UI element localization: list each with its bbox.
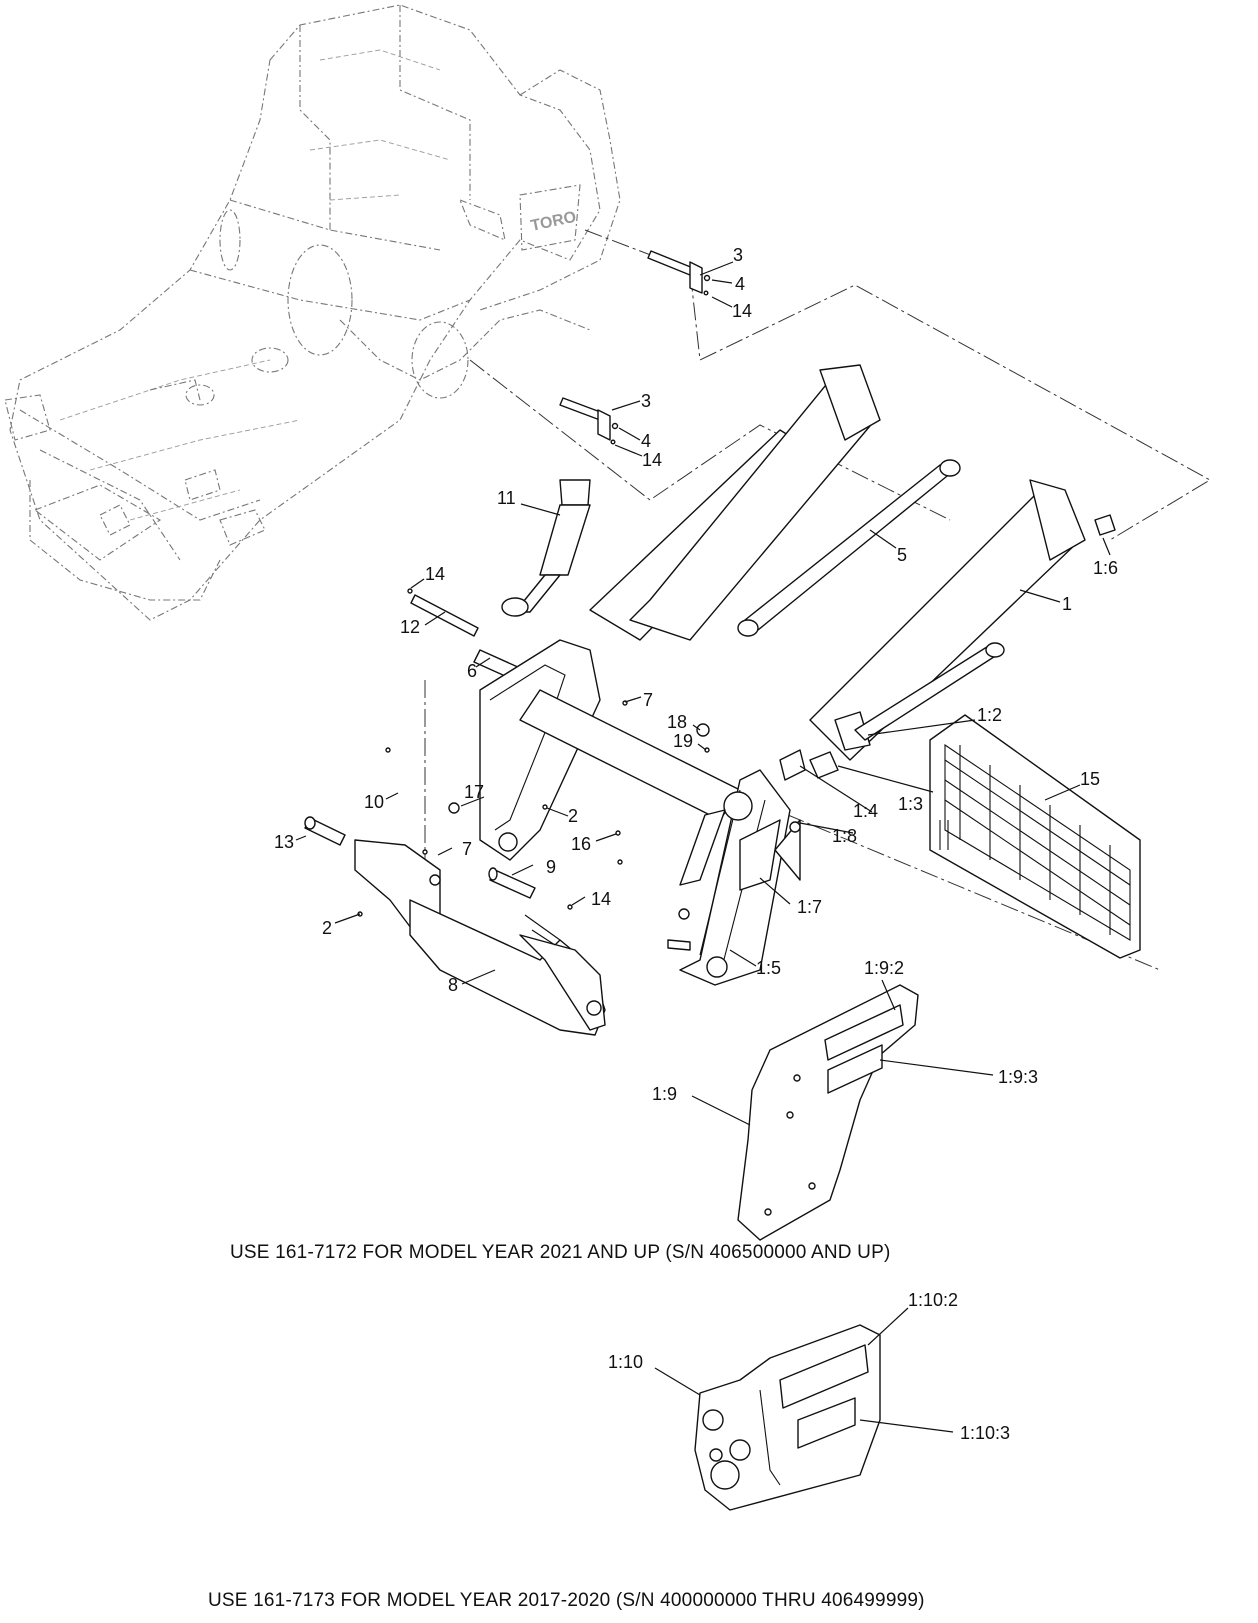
callout-1-9: 1:9 (652, 1084, 677, 1104)
callout-14d: 14 (591, 889, 611, 909)
callout-5: 5 (897, 545, 907, 565)
callout-2b: 2 (322, 918, 332, 938)
lift-cylinder-11 (501, 479, 591, 617)
callout-14c: 14 (425, 564, 445, 584)
callout-4a: 4 (735, 274, 745, 294)
model-year-note-2017: USE 161-7173 FOR MODEL YEAR 2017-2020 (S… (208, 1590, 925, 1611)
callout-13: 13 (274, 832, 294, 852)
callout-1-6: 1:6 (1093, 558, 1118, 578)
callout-8: 8 (448, 975, 458, 995)
small-hardware (357, 700, 710, 917)
callout-1-2: 1:2 (977, 705, 1002, 725)
tilt-rod-5 (737, 459, 961, 637)
callout-18: 18 (667, 712, 687, 732)
callout-2a: 2 (568, 806, 578, 826)
callout-1-9-2: 1:9:2 (864, 958, 904, 978)
pin-13 (304, 816, 346, 846)
callout-11: 11 (497, 488, 516, 508)
callout-19: 19 (673, 731, 693, 751)
callout-3a: 3 (733, 245, 743, 265)
callout-3b: 3 (641, 391, 651, 411)
callout-4b: 4 (641, 431, 651, 451)
callout-14b: 14 (642, 450, 662, 470)
pin-9 (488, 867, 536, 899)
lift-arm-assembly-1 (479, 364, 1116, 986)
callout-15: 15 (1080, 769, 1100, 789)
quick-attach-8 (354, 839, 606, 1036)
callout-12: 12 (400, 617, 420, 637)
callout-16: 16 (571, 834, 591, 854)
logo-text: TORO (529, 209, 577, 235)
screen-15 (929, 714, 1141, 959)
callout-1-10: 1:10 (608, 1352, 643, 1372)
pin-12 (407, 588, 479, 637)
callout-1-5: 1:5 (756, 958, 781, 978)
callout-10: 10 (364, 792, 384, 812)
callout-7b: 7 (462, 839, 472, 859)
callout-1-8: 1:8 (832, 826, 857, 846)
side-panel-1-10 (694, 1324, 881, 1511)
callout-labels: 3 4 14 3 4 14 11 5 1 1:6 14 12 6 7 18 19… (274, 245, 1118, 1443)
callout-9: 9 (546, 857, 556, 877)
callout-1-10-2: 1:10:2 (908, 1290, 958, 1310)
callout-1: 1 (1062, 594, 1072, 614)
callout-17: 17 (464, 782, 484, 802)
callout-6: 6 (467, 661, 477, 681)
callout-1-4: 1:4 (853, 801, 878, 821)
callout-14a: 14 (732, 301, 752, 321)
leader-lines (295, 261, 1111, 1433)
pivot-pin-lower (559, 397, 619, 445)
callout-7a: 7 (643, 690, 653, 710)
machine-frame-ghost: TORO (4, 4, 1212, 971)
callout-1-10-3: 1:10:3 (960, 1423, 1010, 1443)
pivot-pin-upper (647, 250, 711, 296)
model-year-note-2021: USE 161-7172 FOR MODEL YEAR 2021 AND UP … (230, 1242, 891, 1263)
callout-1-9-3: 1:9:3 (998, 1067, 1038, 1087)
callout-1-7: 1:7 (797, 897, 822, 917)
side-panel-1-9 (737, 984, 919, 1241)
tilt-rod-right (854, 642, 1005, 741)
callout-1-3: 1:3 (898, 794, 923, 814)
